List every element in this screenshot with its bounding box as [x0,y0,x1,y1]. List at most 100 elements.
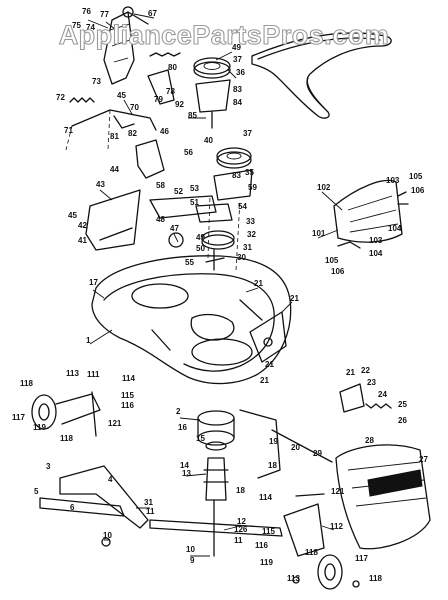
callout-116: 116 [255,541,268,550]
lift-linkage [65,6,181,151]
callout-104: 104 [388,224,402,233]
callout-73: 73 [92,77,101,86]
callout-79: 79 [154,95,163,104]
callout-118: 118 [369,574,382,583]
callout-22: 22 [361,366,370,375]
callout-101: 101 [312,229,326,238]
callout-83: 83 [233,85,242,94]
callout-103: 103 [386,176,400,185]
callout-36: 36 [236,68,245,77]
callout-78: 78 [166,87,175,96]
callout-6: 6 [70,503,75,512]
callout-18: 18 [268,461,277,470]
callout-104: 104 [369,249,383,258]
callout-9: 9 [190,556,195,565]
callout-47: 47 [170,224,179,233]
callout-31: 31 [144,498,153,507]
callout-92: 92 [175,100,184,109]
callout-114: 114 [259,493,272,502]
callout-77: 77 [100,10,109,19]
callout-52: 52 [174,187,183,196]
callout-14: 14 [180,461,189,470]
callout-117: 117 [355,554,368,563]
callout-75: 75 [72,21,81,30]
callout-11: 11 [234,536,243,545]
idler-pulleys [85,57,253,271]
callout-118: 118 [20,379,33,388]
callout-56: 56 [184,148,193,157]
leader-lines [87,13,343,557]
callout-1: 1 [86,336,91,345]
callout-53: 53 [190,184,199,193]
callout-41: 41 [78,236,87,245]
callout-35: 35 [245,168,254,177]
callout-84: 84 [233,98,242,107]
callout-80: 80 [168,63,177,72]
callout-71: 71 [64,126,73,135]
callout-17: 17 [89,278,98,287]
callout-21: 21 [260,376,269,385]
callout-121: 121 [108,419,122,428]
callout-11: 11 [146,507,155,516]
callout-16: 16 [178,423,187,432]
drive-belt [251,32,392,119]
gauge-wheel-left [31,391,149,547]
callout-116: 116 [121,401,134,410]
callout-58: 58 [156,181,165,190]
callout-27: 27 [419,455,428,464]
callout-33: 33 [246,217,255,226]
callout-2: 2 [176,407,181,416]
callout-10: 10 [186,545,195,554]
callout-4: 4 [108,475,113,484]
discharge-chute [271,179,431,550]
callout-21: 21 [254,279,263,288]
mower-deck [91,195,292,385]
callout-40: 40 [204,136,213,145]
callout-103: 103 [369,236,383,245]
callout-111: 111 [87,370,100,379]
callout-12: 12 [237,517,246,526]
callout-114: 114 [122,374,135,383]
callout-54: 54 [238,202,247,211]
callout-102: 102 [317,183,331,192]
callout-28: 28 [365,436,374,445]
callout-113: 113 [287,574,300,583]
callout-24: 24 [378,390,387,399]
callout-105: 105 [325,256,339,265]
callout-29: 29 [313,449,322,458]
callout-26: 26 [398,416,407,425]
callout-50: 50 [196,244,205,253]
callout-59: 59 [248,183,257,192]
callout-49: 49 [232,43,241,52]
callout-10: 10 [103,531,112,540]
callout-121: 121 [331,487,345,496]
callout-119: 119 [260,558,273,567]
callout-112: 112 [330,522,343,531]
callout-21: 21 [265,360,274,369]
callout-55: 55 [185,258,194,267]
callout-46: 46 [160,127,169,136]
gauge-wheel-right [283,493,360,590]
callout-126: 126 [234,525,248,534]
callout-21: 21 [346,368,355,377]
callout-37: 37 [243,129,252,138]
callout-67: 67 [148,9,157,18]
callout-83: 83 [232,171,241,180]
callout-106: 106 [411,186,425,195]
callout-85: 85 [188,111,197,120]
spindle-assembly [149,409,283,557]
callout-31: 31 [243,243,252,252]
callout-82: 82 [128,129,137,138]
callout-105: 105 [409,172,423,181]
callout-49: 49 [196,233,205,242]
callout-23: 23 [367,378,376,387]
callout-3: 3 [46,462,51,471]
callout-20: 20 [291,443,300,452]
callout-43: 43 [96,180,105,189]
callout-74: 74 [86,23,95,32]
callout-45: 45 [68,211,77,220]
callout-70: 70 [130,103,139,112]
callout-44: 44 [110,165,119,174]
